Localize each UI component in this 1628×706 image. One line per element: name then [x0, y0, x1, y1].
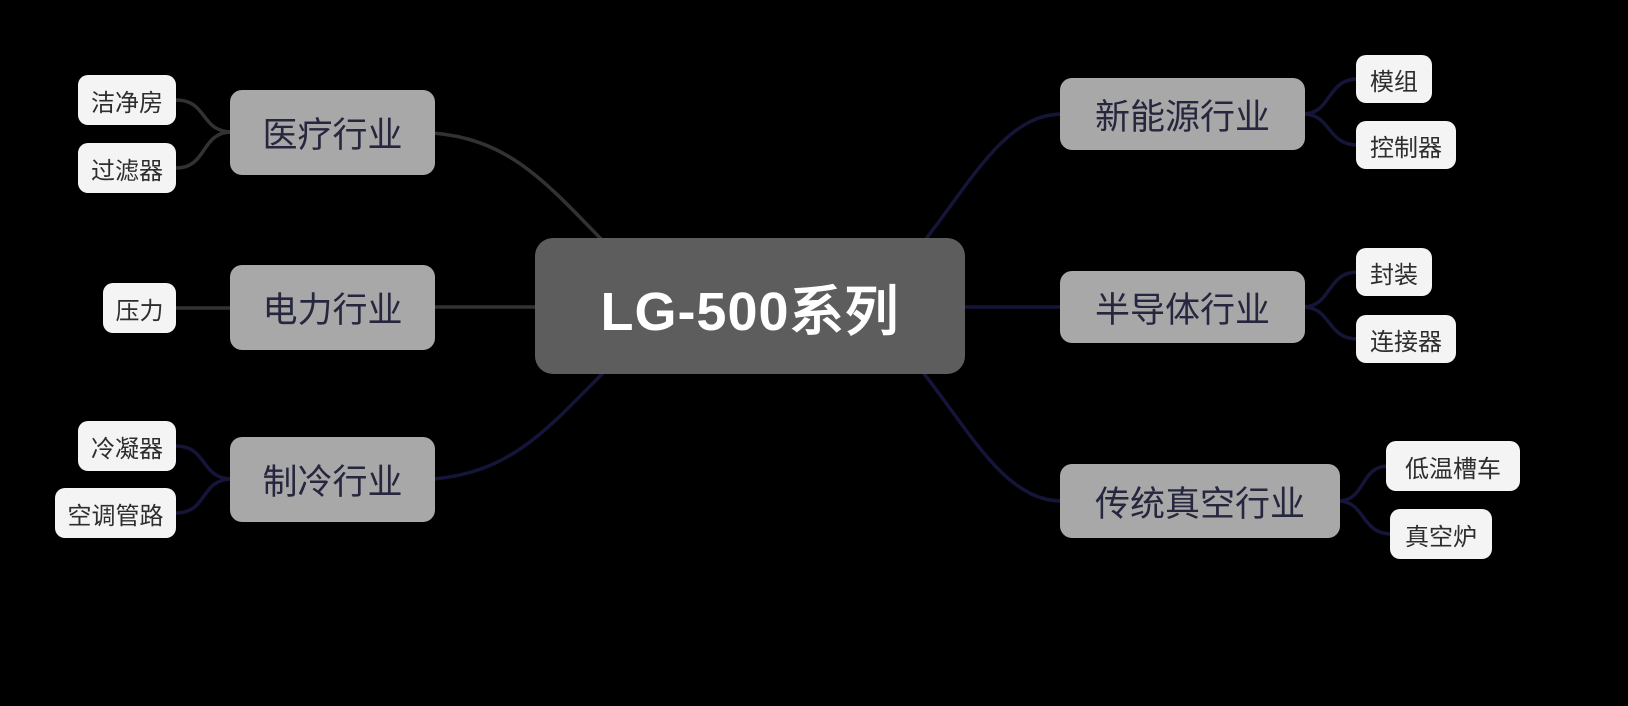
leaf-node-connector[interactable]: 连接器 [1356, 315, 1456, 363]
edge-semicon-packaging [1301, 270, 1360, 309]
branch-node-medical[interactable]: 医疗行业 [230, 90, 435, 175]
edge-filter-medical [174, 130, 234, 170]
leaf-node-vacuum-furnace[interactable]: 真空炉 [1390, 509, 1492, 559]
edge-cleanroom-medical [174, 98, 234, 134]
edge-acpiping-refrig [174, 477, 234, 515]
leaf-node-controller[interactable]: 控制器 [1356, 121, 1456, 169]
leaf-node-cleanroom[interactable]: 洁净房 [78, 75, 176, 125]
leaf-node-module[interactable]: 模组 [1356, 55, 1432, 103]
branch-node-power[interactable]: 电力行业 [230, 265, 435, 350]
leaf-node-filter[interactable]: 过滤器 [78, 143, 176, 193]
branch-node-semiconductor[interactable]: 半导体行业 [1060, 271, 1305, 343]
edge-newenergy-module [1301, 77, 1360, 116]
branch-node-refrigeration[interactable]: 制冷行业 [230, 437, 435, 522]
leaf-node-pressure[interactable]: 压力 [103, 283, 176, 333]
edge-vacuum-furnace [1336, 499, 1394, 536]
branch-node-new-energy[interactable]: 新能源行业 [1060, 78, 1305, 150]
edge-root-vacuum [903, 348, 1064, 503]
edge-newenergy-controller [1301, 112, 1360, 147]
leaf-node-condenser[interactable]: 冷凝器 [78, 421, 176, 471]
leaf-node-cryo-tanker[interactable]: 低温槽车 [1386, 441, 1520, 491]
leaf-node-packaging[interactable]: 封装 [1356, 248, 1432, 296]
edge-vacuum-cryotanker [1336, 464, 1390, 503]
edge-condenser-refrig [174, 444, 234, 481]
root-node-lg500[interactable]: LG-500系列 [535, 238, 965, 374]
branch-node-traditional-vacuum[interactable]: 传统真空行业 [1060, 464, 1340, 538]
edge-semicon-connector [1301, 305, 1360, 341]
leaf-node-ac-piping[interactable]: 空调管路 [55, 488, 176, 538]
